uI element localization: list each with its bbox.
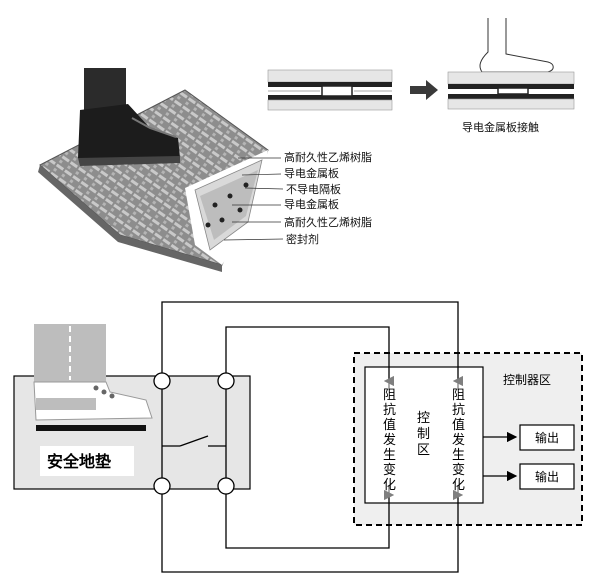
cross-section-after bbox=[447, 18, 575, 110]
controller-title: 控制器区 bbox=[503, 373, 551, 387]
mat-label-box bbox=[40, 446, 134, 476]
transition-arrow-icon bbox=[410, 80, 438, 100]
impedance-char: 变 bbox=[383, 462, 396, 478]
terminal-node bbox=[217, 477, 235, 495]
shoe-icon bbox=[33, 324, 153, 431]
cross-section-before bbox=[267, 69, 393, 111]
output-label-1: 输出 bbox=[535, 430, 559, 445]
layer-label: 不导电隔板 bbox=[286, 182, 341, 196]
circuit-wires bbox=[161, 301, 518, 573]
output-box-1 bbox=[519, 424, 575, 451]
foot-icon bbox=[479, 18, 554, 73]
impedance-char: 变 bbox=[452, 462, 465, 478]
impedance-char: 化 bbox=[383, 478, 396, 493]
layer-leader-lines bbox=[223, 157, 284, 241]
impedance-char: 值 bbox=[452, 417, 465, 433]
terminal-node bbox=[153, 372, 171, 390]
control-zone-char: 区 bbox=[417, 443, 430, 458]
impedance-char: 阻 bbox=[383, 388, 396, 403]
layer-label: 导电金属板 bbox=[284, 166, 339, 180]
impedance-char: 抗 bbox=[452, 403, 465, 418]
impedance-char: 阻 bbox=[452, 388, 465, 403]
safety-mat-illustration bbox=[38, 68, 269, 272]
control-zone-char: 控 bbox=[417, 411, 430, 426]
terminals bbox=[153, 372, 235, 495]
mat-label: 安全地垫 bbox=[47, 452, 111, 471]
impedance-char: 发 bbox=[383, 432, 396, 448]
control-box bbox=[364, 366, 484, 504]
output-label-2: 输出 bbox=[535, 469, 559, 484]
layer-label: 密封剂 bbox=[286, 232, 319, 246]
impedance-char: 生 bbox=[383, 448, 396, 463]
impedance-char: 发 bbox=[452, 432, 465, 448]
layer-label: 高耐久性乙烯树脂 bbox=[284, 215, 372, 229]
impedance-char: 抗 bbox=[383, 403, 396, 418]
impedance-right-text: 阻 抗 值 发 生 变 化 bbox=[452, 388, 465, 493]
layer-label: 高耐久性乙烯树脂 bbox=[284, 150, 372, 164]
impedance-char: 化 bbox=[452, 478, 465, 493]
layer-labels: 高耐久性乙烯树脂 导电金属板 不导电隔板 导电金属板 高耐久性乙烯树脂 密封剂 bbox=[284, 150, 372, 246]
control-zone-text: 控 制 区 bbox=[417, 411, 430, 458]
impedance-left-text: 阻 抗 值 发 生 变 化 bbox=[383, 388, 396, 493]
terminal-node bbox=[217, 372, 235, 390]
contact-caption: 导电金属板接触 bbox=[462, 120, 539, 134]
terminal-node bbox=[153, 477, 171, 495]
layer-label: 导电金属板 bbox=[284, 197, 339, 211]
boot-icon bbox=[78, 68, 180, 166]
signal-arrows bbox=[383, 375, 464, 501]
control-zone-char: 制 bbox=[417, 427, 430, 442]
impedance-char: 值 bbox=[383, 417, 396, 433]
output-box-2 bbox=[519, 463, 575, 490]
impedance-char: 生 bbox=[452, 448, 465, 463]
